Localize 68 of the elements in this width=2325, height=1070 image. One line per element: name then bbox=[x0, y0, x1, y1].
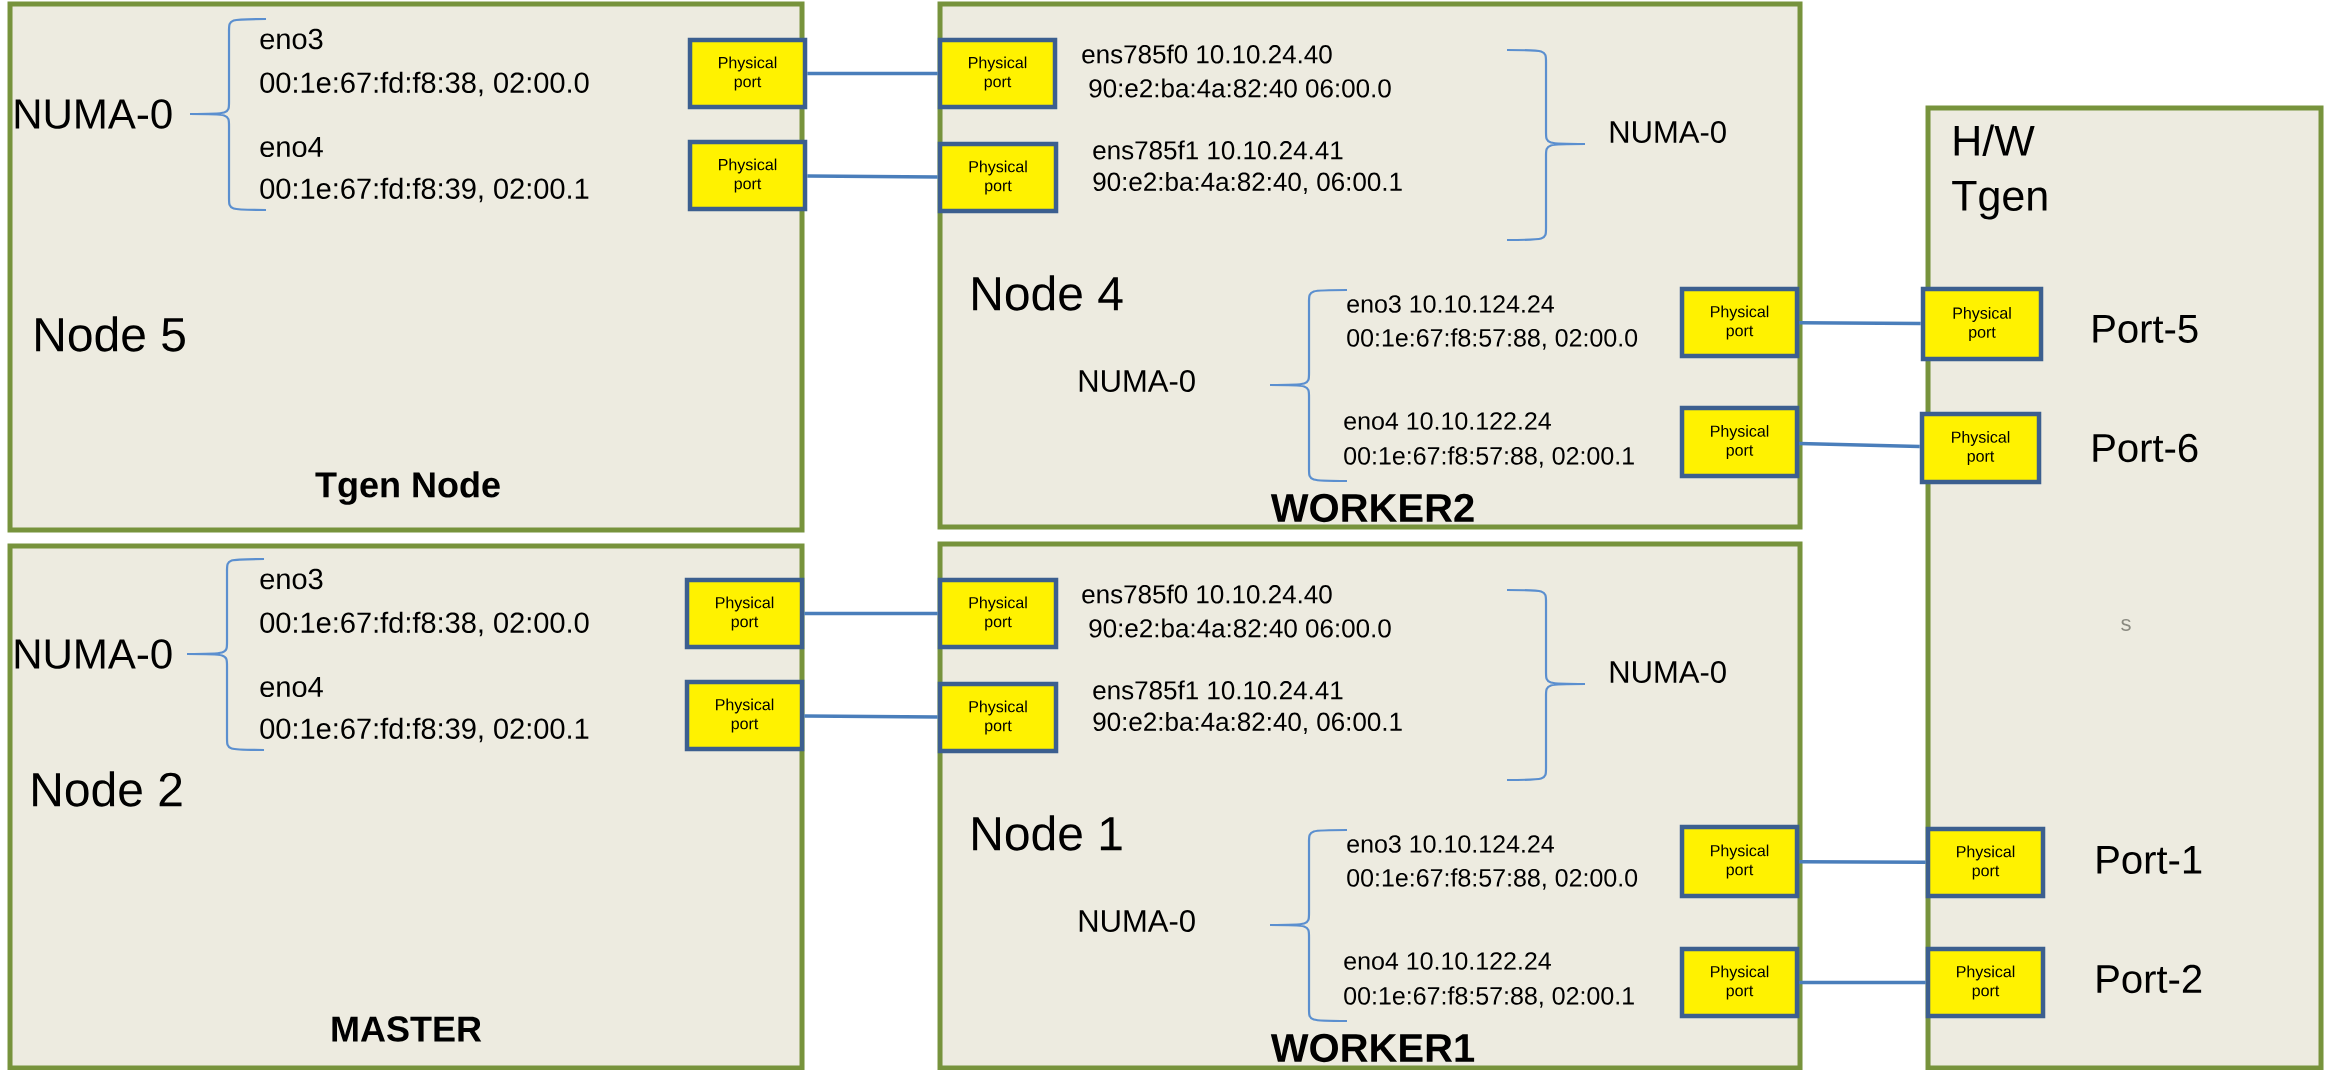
cable-line bbox=[1799, 860, 1926, 864]
interface-label: eno3 10.10.124.24 bbox=[1347, 835, 1554, 853]
address-label: 90:e2:ba:4a:82:40, 06:00.1 bbox=[1093, 711, 1402, 735]
interface-label: eno3 bbox=[260, 568, 323, 590]
role-label: Tgen Node bbox=[315, 471, 500, 505]
interface-label: ens785f1 10.10.24.41 bbox=[1093, 140, 1343, 160]
port-box: Physical port bbox=[684, 577, 805, 650]
address-label: 00:1e:67:f8:57:88, 02:00.0 bbox=[1347, 328, 1638, 350]
port-label: Port-5 bbox=[2093, 315, 2198, 343]
numa-label: NUMA-0 bbox=[1079, 370, 1195, 392]
cable-line bbox=[807, 71, 938, 76]
port-box: Physical port bbox=[1919, 411, 2042, 485]
interface-label: eno4 10.10.122.24 bbox=[1344, 952, 1551, 970]
address-label: 00:1e:67:f8:57:88, 02:00.1 bbox=[1344, 986, 1634, 1008]
address-label: 90:e2:ba:4a:82:40 06:00.0 bbox=[1089, 78, 1391, 98]
cable-line bbox=[1799, 321, 1921, 326]
address-label: 00:1e:67:fd:f8:39, 02:00.1 bbox=[260, 177, 589, 203]
port-box: Physical port bbox=[1925, 946, 2046, 1019]
cable-line bbox=[1799, 980, 1926, 985]
port-box: Physical port bbox=[937, 141, 1059, 214]
cable-line bbox=[804, 714, 938, 719]
role-label: WORKER1 bbox=[1270, 1033, 1475, 1063]
interface-label: ens785f1 10.10.24.41 bbox=[1093, 680, 1343, 700]
port-label: Port-2 bbox=[2097, 964, 2202, 994]
port-box: Physical port bbox=[1920, 286, 2044, 362]
port-box: Physical port bbox=[687, 139, 808, 212]
node-label: Node 4 bbox=[973, 275, 1123, 311]
port-box: Physical port bbox=[937, 577, 1059, 650]
port-box: Physical port bbox=[1679, 405, 1800, 479]
numa-label: NUMA-0 bbox=[15, 99, 172, 129]
node-label: Node 1 bbox=[973, 815, 1122, 851]
address-label: 90:e2:ba:4a:82:40, 06:00.1 bbox=[1093, 171, 1402, 195]
role-label: MASTER bbox=[332, 1016, 482, 1042]
numa-label: NUMA-0 bbox=[1079, 910, 1195, 932]
address-label: 00:1e:67:fd:f8:39, 02:00.1 bbox=[260, 717, 589, 743]
numa-label: NUMA-0 bbox=[1610, 661, 1726, 683]
port-label: Port-6 bbox=[2093, 433, 2198, 463]
note-label: s bbox=[2121, 619, 2131, 631]
address-label: 00:1e:67:fd:f8:38, 02:00.0 bbox=[260, 71, 589, 97]
address-label: 90:e2:ba:4a:82:40 06:00.0 bbox=[1089, 618, 1391, 638]
port-box: Physical port bbox=[937, 681, 1059, 754]
interface-label: ens785f0 10.10.24.40 bbox=[1082, 584, 1332, 604]
address-label: 00:1e:67:f8:57:88, 02:00.0 bbox=[1347, 868, 1638, 890]
cable-line bbox=[1799, 441, 1920, 449]
address-label: 00:1e:67:f8:57:88, 02:00.1 bbox=[1344, 446, 1634, 468]
role-label: WORKER2 bbox=[1270, 493, 1474, 523]
port-box: Physical port bbox=[1925, 826, 2046, 899]
address-label: 00:1e:67:fd:f8:38, 02:00.0 bbox=[260, 611, 589, 637]
interface-label: eno3 10.10.124.24 bbox=[1347, 295, 1554, 313]
port-box: Physical port bbox=[1679, 824, 1800, 899]
port-label: Port-1 bbox=[2097, 846, 2202, 874]
cable-line bbox=[807, 174, 938, 179]
port-box: Physical port bbox=[687, 37, 808, 110]
cable-line bbox=[804, 611, 938, 616]
interface-label: eno4 bbox=[260, 676, 323, 698]
interface-label: eno4 bbox=[260, 136, 323, 158]
numa-label: NUMA-0 bbox=[15, 639, 172, 669]
port-box: Physical port bbox=[684, 679, 805, 752]
interface-label: eno4 10.10.122.24 bbox=[1344, 412, 1551, 430]
node-label: Node 2 bbox=[33, 771, 182, 807]
interface-label: eno3 bbox=[260, 28, 323, 50]
interface-label: ens785f0 10.10.24.40 bbox=[1082, 44, 1332, 64]
port-box: Physical port bbox=[1679, 946, 1800, 1019]
device-label: H/W Tgen bbox=[1952, 124, 2047, 220]
port-box: Physical port bbox=[1679, 286, 1800, 359]
node-label: Node 5 bbox=[36, 316, 185, 352]
port-box: Physical port bbox=[937, 37, 1058, 110]
numa-label: NUMA-0 bbox=[1610, 121, 1726, 143]
